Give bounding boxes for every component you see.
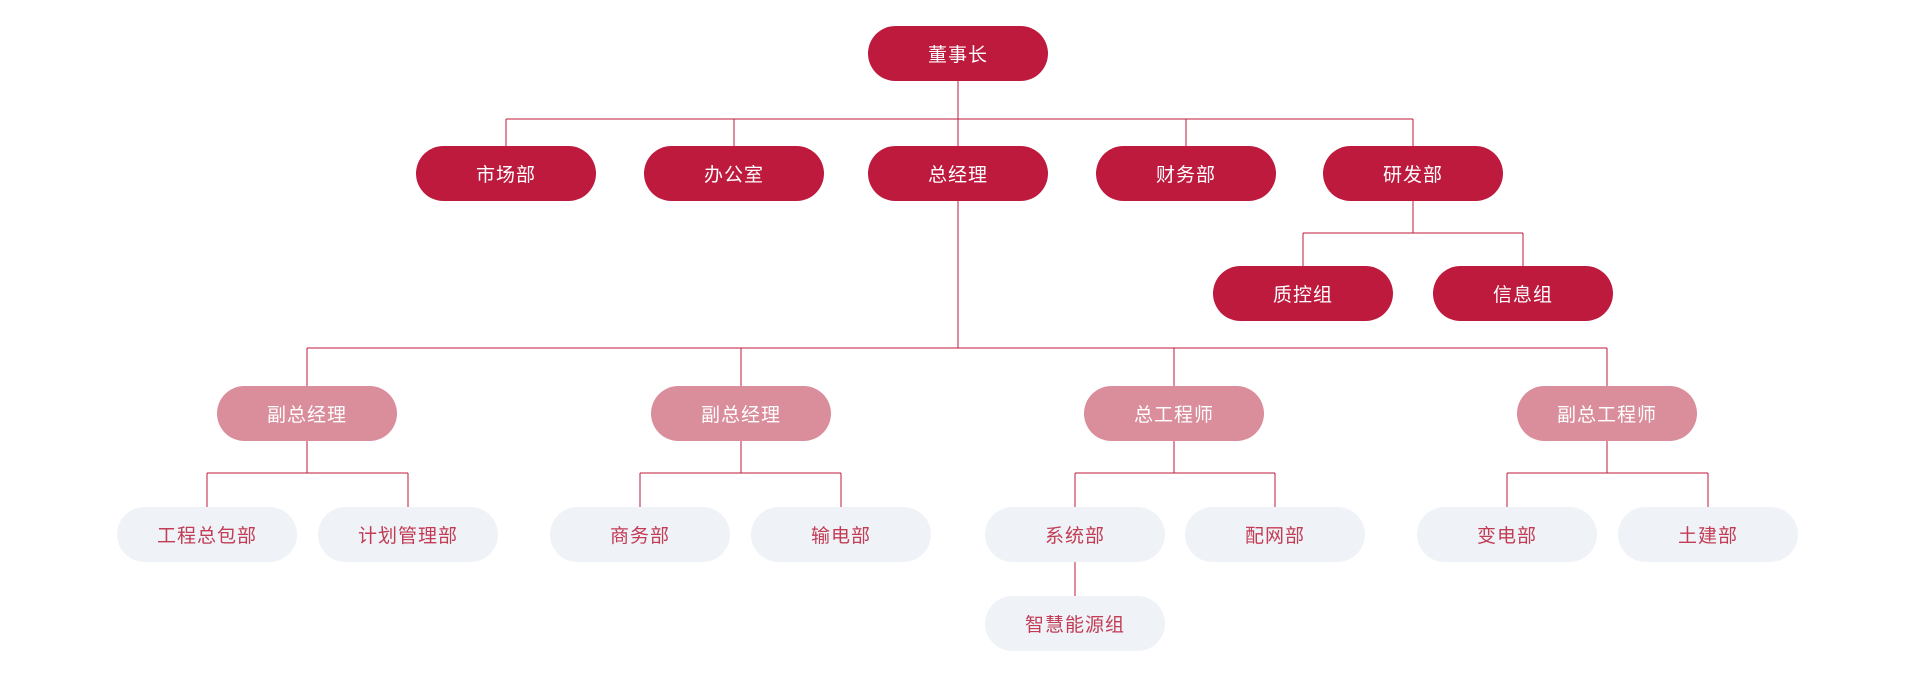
org-node-chief-engineer: 总工程师 <box>1084 386 1264 441</box>
connector-deputy-chief-engineer-children <box>1506 441 1709 507</box>
org-node-office: 办公室 <box>644 146 824 201</box>
connector-chief-engineer-children <box>1074 441 1276 507</box>
org-node-quality-control-group: 质控组 <box>1213 266 1393 321</box>
org-node-chairman: 董事长 <box>868 26 1048 81</box>
connector-rnd-children <box>1302 201 1524 266</box>
org-node-substation-dept: 变电部 <box>1417 507 1597 562</box>
connector-gm-children <box>306 201 1608 386</box>
org-node-planning-dept: 计划管理部 <box>318 507 498 562</box>
org-node-deputy-gm-2: 副总经理 <box>651 386 831 441</box>
org-node-rnd-dept: 研发部 <box>1323 146 1503 201</box>
org-node-epc-dept: 工程总包部 <box>117 507 297 562</box>
org-node-deputy-gm-1: 副总经理 <box>217 386 397 441</box>
org-node-general-manager: 总经理 <box>868 146 1048 201</box>
org-node-commerce-dept: 商务部 <box>550 507 730 562</box>
org-node-deputy-chief-engineer: 副总工程师 <box>1517 386 1697 441</box>
org-node-smart-energy-group: 智慧能源组 <box>985 596 1165 651</box>
org-node-system-dept: 系统部 <box>985 507 1165 562</box>
org-node-information-group: 信息组 <box>1433 266 1613 321</box>
org-node-transmission-dept: 输电部 <box>751 507 931 562</box>
org-node-marketing-dept: 市场部 <box>416 146 596 201</box>
connector-chairman-children <box>505 80 1414 146</box>
org-node-finance-dept: 财务部 <box>1096 146 1276 201</box>
org-node-civil-dept: 土建部 <box>1618 507 1798 562</box>
connector-deputy-gm-1-children <box>206 441 409 507</box>
connector-deputy-gm-2-children <box>639 441 842 507</box>
org-node-distribution-dept: 配网部 <box>1185 507 1365 562</box>
